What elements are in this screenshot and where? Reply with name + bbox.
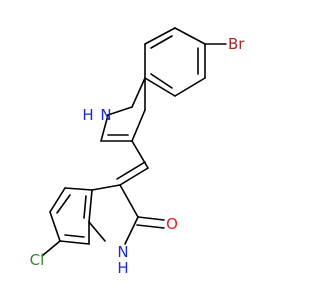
bond [131,140,149,169]
bond [144,27,176,45]
bond [124,216,139,245]
bond [88,221,106,242]
oxindole-nh-n-label: N [117,243,128,261]
molecule-structure: Br H N O N H Cl [30,27,245,277]
bond [131,77,146,108]
bond [107,106,133,116]
bond [59,240,90,245]
bond [49,211,61,242]
bond [49,187,66,213]
bond [56,194,71,214]
oxindole-nh-h-label: H [117,259,128,277]
bond [131,109,146,142]
indole-nh-h-label: H [82,106,93,124]
bond [64,234,85,238]
bond [83,195,87,219]
oxygen-label: O [166,215,178,233]
bond [174,27,206,45]
bond [119,184,139,218]
bond [64,187,93,191]
bond [136,224,165,229]
bond [144,77,176,97]
bond [41,240,61,257]
bond [150,73,173,89]
bond [137,216,165,221]
bond [116,161,146,180]
indole-nh-n-label: N [100,106,111,124]
chlorine-label: Cl [30,251,45,269]
bond [119,167,149,186]
bromine-label: Br [228,35,245,53]
bond [100,114,109,142]
bond [91,184,121,191]
bond [174,77,206,97]
bond [150,35,173,49]
bond [88,189,93,223]
